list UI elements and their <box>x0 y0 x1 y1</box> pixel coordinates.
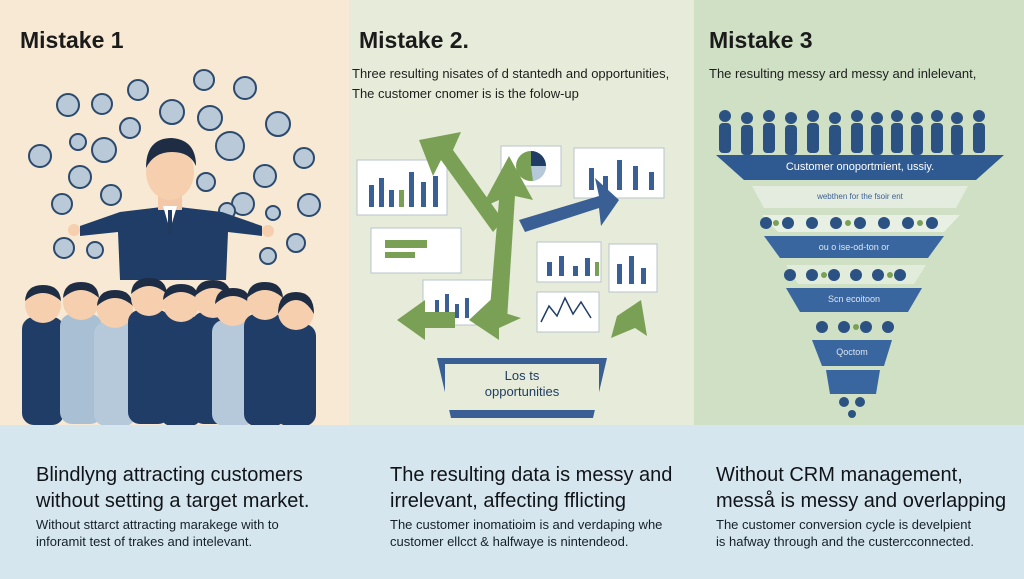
caption-2-body: The customer inomatioim is and verdaping… <box>390 517 663 549</box>
lost-opportunities-label: Los ts opportunities <box>484 368 560 399</box>
caption-3-heading: Without CRM management, messå is messy a… <box>716 464 1007 512</box>
people-row-icons <box>719 110 985 155</box>
mistake-2-subtitle: Three resulting nisates of d stantedh an… <box>352 66 670 101</box>
panel-mistake-2: Los ts opportunities <box>349 0 694 425</box>
arrows <box>397 132 647 340</box>
data-chaos-illustration <box>356 132 665 418</box>
mistake-3-subtitle: The resulting messy ard messy and inlele… <box>709 66 977 81</box>
crowd-illustration <box>22 69 321 425</box>
panel-mistake-1 <box>0 0 349 425</box>
chat-bubble-icons <box>28 69 321 265</box>
panel-mistake-3: Customer onoportmient, ussiy. webthen fo… <box>694 0 1024 425</box>
caption-1-heading: Blindlyng attracting customers without s… <box>36 464 310 512</box>
funnel-label-1: Customer onoportmient, ussiy. <box>785 161 935 173</box>
line-chart <box>540 296 592 323</box>
caption-3-body: The customer conversion cycle is develpi… <box>716 517 974 549</box>
funnel-label-2: webthen for the fsoir ent <box>817 192 903 201</box>
funnel-label-4: Scn ecoitoon <box>827 294 881 304</box>
pie-chart-icon <box>516 151 547 181</box>
customer-circle-icons <box>760 217 938 418</box>
chart-bars <box>369 160 654 318</box>
mistake-1-title: Mistake 1 <box>20 27 124 53</box>
funnel-label-5: Qoctom <box>836 347 868 357</box>
funnel-label-3: ou o ise-od-ton or <box>818 242 890 252</box>
caption-1-body: Without sttarct attracting marakege with… <box>36 517 279 549</box>
speaker-figure <box>68 138 274 280</box>
mistake-3-title: Mistake 3 <box>709 27 813 53</box>
crowd-people <box>22 278 316 425</box>
funnel-illustration <box>716 110 1004 418</box>
captions-strip <box>0 425 1024 579</box>
mistake-2-title: Mistake 2. <box>359 27 469 53</box>
caption-2-heading: The resulting data is messy and irreleva… <box>390 464 673 512</box>
